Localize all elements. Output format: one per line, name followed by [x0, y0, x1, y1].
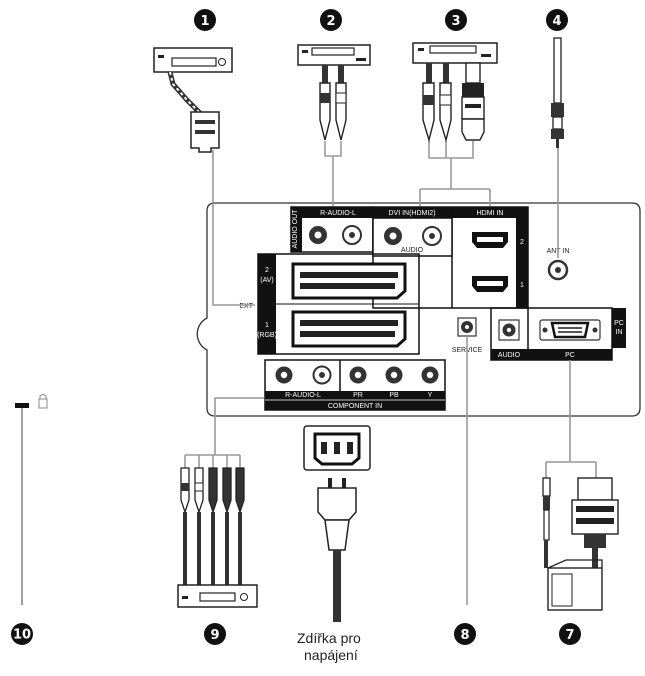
ext2-sub: (AV): [260, 277, 273, 284]
audio-out-label: AUDIO OUT: [292, 209, 299, 249]
ext1-num: 1: [265, 322, 269, 329]
component-in-label: COMPONENT IN: [328, 403, 382, 410]
ext2-num: 2: [265, 267, 269, 274]
callout-7: 7: [559, 623, 581, 645]
connection-lines: [184, 141, 597, 605]
svg-text:9: 9: [210, 628, 219, 643]
caption-line-1: Zdířka pro: [297, 630, 361, 646]
dvi-hdmi-block: DVI IN(HDMI2) HDMI IN AUDIO 2 1: [372, 206, 529, 309]
callout-10: 10: [11, 623, 33, 645]
pc-in-label-2: IN: [616, 329, 623, 336]
hdmi-port-1: [472, 276, 508, 292]
comp-y-label: Y: [428, 392, 433, 399]
caption-line-2: napájení: [304, 647, 358, 663]
pc-label: PC: [565, 352, 575, 359]
pc-block: AUDIO PC PC IN: [490, 307, 626, 361]
svg-text:7: 7: [565, 628, 574, 643]
vga-port: [539, 319, 601, 341]
callout-4: 4: [546, 9, 568, 31]
svg-text:1: 1: [200, 14, 209, 29]
pc-in-label-1: PC: [614, 320, 624, 327]
audio-out-rl-label: R-AUDIO-L: [320, 210, 356, 217]
hdmi-1-label: 1: [520, 282, 524, 289]
device-1-vcr: [153, 47, 233, 153]
callout-1: 1: [194, 9, 216, 31]
comp-audio-label: R-AUDIO-L: [285, 392, 321, 399]
dvi-in-label: DVI IN(HDMI2): [388, 210, 435, 217]
device-4-antenna: [551, 37, 564, 148]
audio-out-block: AUDIO OUT R-AUDIO-L: [290, 206, 374, 253]
ext-scart-block: 2 (AV) 1 (RGB): [257, 253, 420, 355]
hdmi-port-2: [472, 232, 508, 248]
ext-label: EXT: [239, 303, 253, 310]
dvi-audio-label: AUDIO: [401, 247, 424, 254]
callout-2: 2: [320, 9, 342, 31]
hdmi-in-label: HDMI IN: [477, 210, 504, 217]
comp-pb-label: PB: [389, 392, 399, 399]
callout-3: 3: [445, 9, 467, 31]
device-10-kensington-lock: [15, 394, 48, 605]
callout-9: 9: [204, 623, 226, 645]
comp-pr-label: PR: [353, 392, 363, 399]
device-2-audio: [297, 44, 371, 141]
svg-text:3: 3: [451, 14, 460, 29]
scart-port-2: [291, 262, 407, 300]
pc-audio-label: AUDIO: [498, 352, 521, 359]
ext1-sub: (RGB): [257, 332, 277, 339]
power-socket: [303, 425, 371, 622]
component-in-block: R-AUDIO-L PR PB Y COMPONENT IN: [264, 359, 446, 411]
tv-panel-outline: [196, 202, 641, 417]
device-9-component-source: [177, 467, 258, 608]
svg-text:4: 4: [552, 14, 561, 29]
svg-text:2: 2: [326, 14, 335, 29]
svg-text:10: 10: [13, 628, 31, 643]
scart-port-1: [291, 310, 407, 348]
svg-text:8: 8: [460, 628, 469, 643]
callout-8: 8: [454, 623, 476, 645]
device-3-hdmi-source: [412, 42, 498, 143]
hdmi-2-label: 2: [520, 239, 524, 246]
device-7-pc-cables: [542, 477, 619, 611]
